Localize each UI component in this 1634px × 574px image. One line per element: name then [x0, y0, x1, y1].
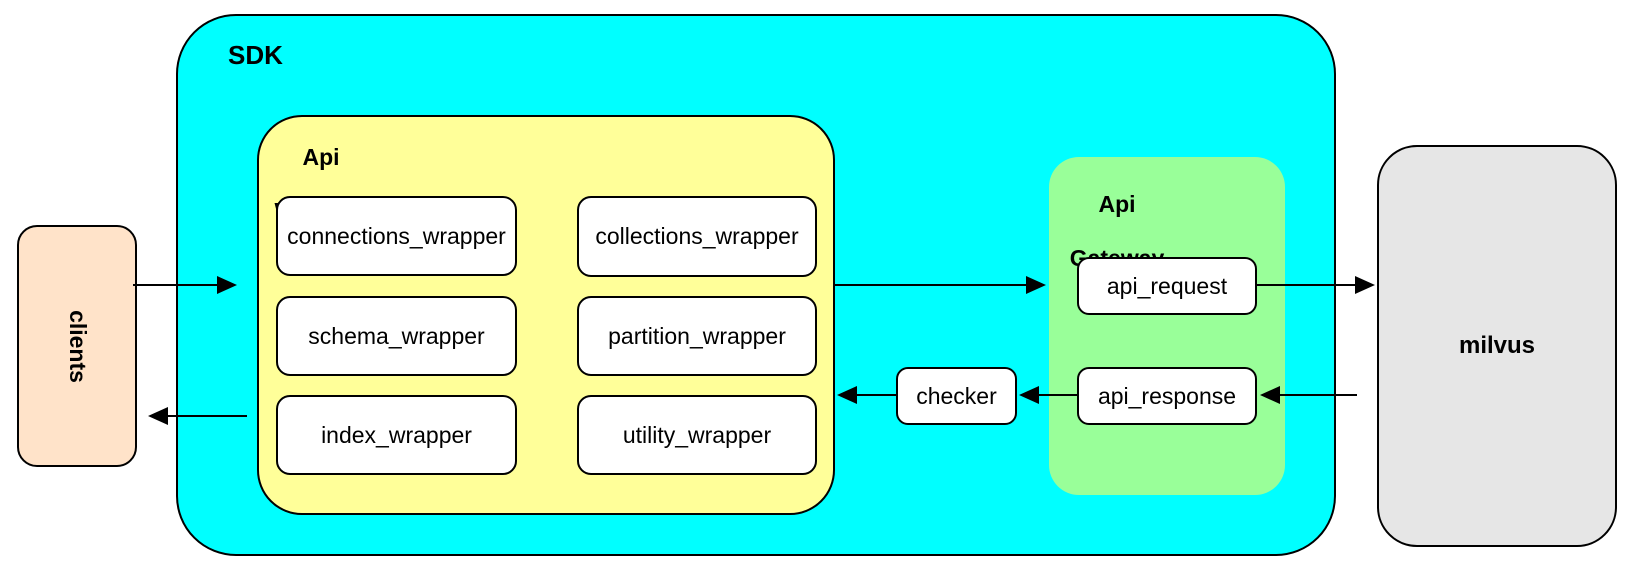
arrow-clients-to-sdk-head-icon [217, 276, 237, 294]
arrow-response-to-checker-head-icon [1019, 386, 1039, 404]
node-milvus-label: milvus [1458, 332, 1536, 359]
node-api-response: api_response [1077, 367, 1257, 425]
node-checker-label: checker [916, 382, 997, 409]
node-schema-wrapper-label: schema_wrapper [308, 322, 485, 349]
arrow-sdk-to-clients-head-icon [148, 407, 168, 425]
node-utility-wrapper-label: utility_wrapper [622, 421, 772, 448]
arrow-milvus-to-response-head-icon [1260, 386, 1280, 404]
arrow-checker-to-wrapper-line [855, 394, 896, 396]
arrow-milvus-to-response-line [1278, 394, 1357, 396]
sdk-label: SDK [228, 40, 283, 70]
arrow-checker-to-wrapper-head-icon [837, 386, 857, 404]
arrow-sdk-to-clients-line [166, 415, 247, 417]
arrow-wrapper-to-gateway-head-icon [1026, 276, 1046, 294]
api-gateway-label: Api Gateway [1037, 164, 1197, 272]
node-connections-wrapper-label: connections_wrapper [287, 222, 506, 249]
node-index-wrapper: index_wrapper [276, 395, 517, 475]
arrow-request-to-milvus-line [1257, 284, 1357, 286]
node-api-request: api_request [1077, 257, 1257, 315]
node-collections-wrapper-label: collections_wrapper [595, 223, 799, 249]
arrow-clients-to-sdk-line [133, 284, 219, 286]
node-clients-label: clients [64, 309, 91, 383]
api-gateway-label-line1: Api [1098, 191, 1136, 217]
node-collections-wrapper: collections_wrapper [577, 196, 817, 277]
node-utility-wrapper: utility_wrapper [577, 395, 817, 475]
node-milvus: milvus [1377, 145, 1617, 547]
arrow-request-to-milvus-head-icon [1355, 276, 1375, 294]
api-gateway-container [1049, 157, 1285, 495]
api-wrapper-label-line1: Api [302, 144, 340, 170]
node-api-response-label: api_response [1097, 382, 1237, 409]
node-clients: clients [17, 225, 137, 467]
node-partition-wrapper: partition_wrapper [577, 296, 817, 376]
arrow-response-to-checker-line [1039, 394, 1077, 396]
node-api-request-label: api_request [1106, 272, 1228, 299]
node-checker: checker [896, 367, 1017, 425]
node-partition-wrapper-label: partition_wrapper [608, 322, 786, 349]
node-schema-wrapper: schema_wrapper [276, 296, 517, 376]
node-connections-wrapper: connections_wrapper [276, 196, 517, 276]
node-index-wrapper-label: index_wrapper [321, 421, 472, 448]
arrow-wrapper-to-gateway-line [835, 284, 1028, 286]
